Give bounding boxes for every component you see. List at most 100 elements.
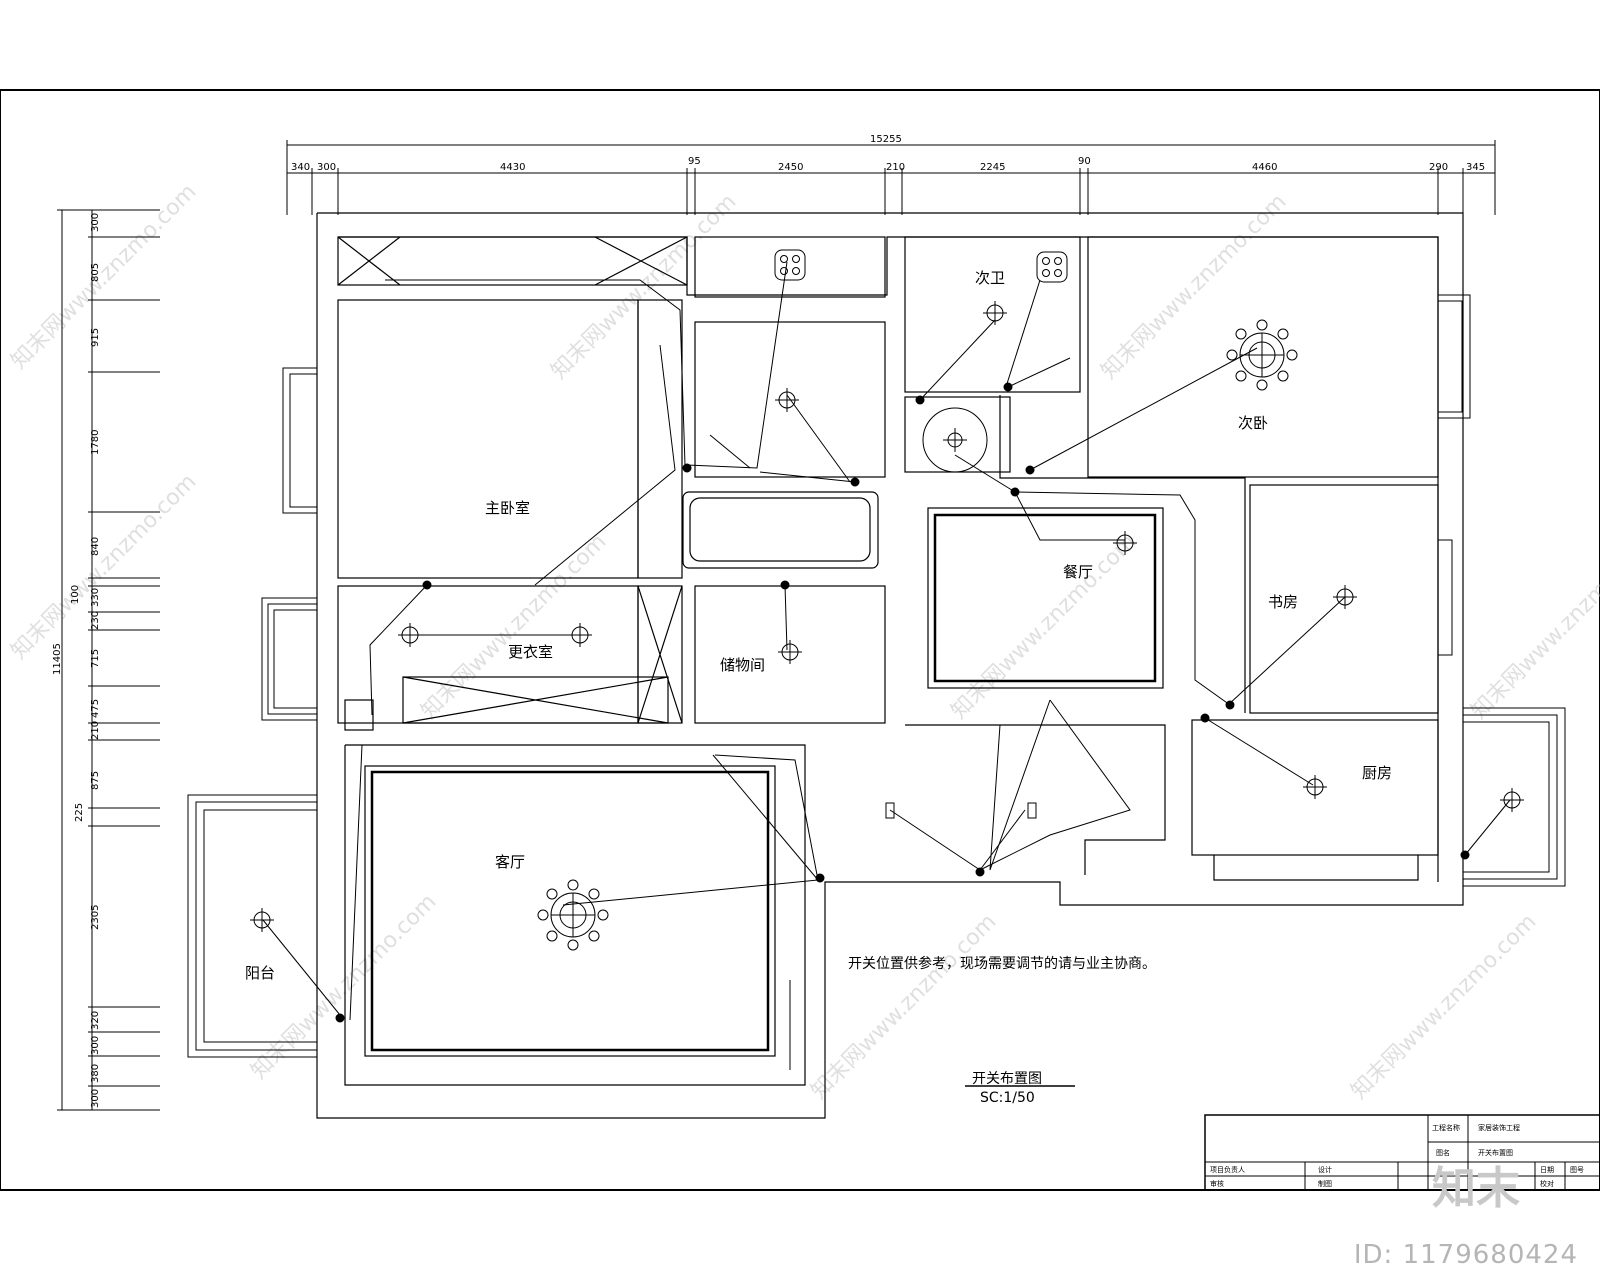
window-study xyxy=(1437,539,1453,656)
chandelier-living-room-icon xyxy=(537,879,609,951)
wardrobe-strip xyxy=(337,236,688,286)
switch-bath-1 xyxy=(682,463,692,473)
ceiling-light-second-bath xyxy=(983,301,1007,325)
dim-left-4: 1780 xyxy=(90,430,101,455)
dim-left-17: 380 xyxy=(90,1064,101,1083)
dim-left-6: 100 xyxy=(70,585,81,604)
dim-top-3: 4430 xyxy=(500,162,525,173)
label-dressing-room: 更衣室 xyxy=(508,643,553,661)
switches xyxy=(335,382,1470,1023)
round-light-toilet xyxy=(922,407,988,473)
dim-top-1: 340 xyxy=(291,162,310,173)
bath-heater-2-icon xyxy=(1036,251,1068,283)
title-block xyxy=(1204,1114,1600,1191)
watermark-7: 知末网www.znzmo.com xyxy=(1467,529,1600,724)
dim-top-2: 300 xyxy=(317,162,336,173)
second-bath-wall xyxy=(904,236,1081,393)
dim-left-14: 2305 xyxy=(90,905,101,930)
label-study: 书房 xyxy=(1268,593,1298,611)
dim-top-6: 210 xyxy=(886,162,905,173)
ceiling-light-dressing-2 xyxy=(568,623,592,647)
watermark-1: 知末网www.znzmo.com xyxy=(7,179,202,374)
tb-drawing-value: 开关布置图 xyxy=(1478,1148,1513,1157)
window-master xyxy=(282,367,318,514)
ceiling-light-bath xyxy=(775,388,799,412)
title-block-text: 工程名称 家居装饰工程 图名 开关布置图 项目负责人 设计 日期 图号 审核 制… xyxy=(1210,1123,1584,1188)
label-kitchen: 厨房 xyxy=(1362,764,1392,782)
dim-left-13: 225 xyxy=(74,803,85,822)
dim-left-12: 875 xyxy=(90,771,101,790)
dim-top-9: 4460 xyxy=(1252,162,1277,173)
dim-left-10: 475 xyxy=(90,699,101,718)
switch-second-bath xyxy=(1003,382,1013,392)
dim-top-11: 345 xyxy=(1466,162,1485,173)
ceiling-light-kitchen xyxy=(1303,775,1327,799)
drawing-scale: SC:1/50 xyxy=(980,1090,1035,1106)
tb-design-manager: 项目负责人 xyxy=(1210,1165,1245,1174)
tb-project-label: 工程名称 xyxy=(1432,1123,1460,1132)
dim-top-4: 95 xyxy=(688,156,701,167)
closet-strip xyxy=(637,299,683,579)
label-master-bedroom: 主卧室 xyxy=(485,499,530,517)
dim-top-5: 2450 xyxy=(778,162,803,173)
dim-left-18: 300 xyxy=(90,1089,101,1108)
dining-wall xyxy=(927,507,1164,689)
switch-second-bedroom xyxy=(1025,465,1035,475)
dim-left-7: 330 xyxy=(90,588,101,607)
watermark-2: 知末网www.znzmo.com xyxy=(547,189,742,384)
tb-drawing-no: 图号 xyxy=(1570,1166,1584,1174)
tb-designer: 设计 xyxy=(1318,1165,1332,1174)
dim-left-5: 840 xyxy=(90,537,101,556)
window-second-bedroom xyxy=(1437,294,1471,419)
switch-kitchen-balcony xyxy=(1460,850,1470,860)
dim-left-8: 230 xyxy=(90,611,101,630)
ceiling-light-kitchen-balcony xyxy=(1500,788,1524,812)
switch-entry xyxy=(975,867,985,877)
switch-living xyxy=(815,873,825,883)
ceiling-light-balcony xyxy=(250,908,274,932)
dim-left-1: 300 xyxy=(90,213,101,232)
cabinet-strip xyxy=(402,676,669,724)
tb-project-value: 家居装饰工程 xyxy=(1478,1123,1520,1132)
label-second-bath: 次卫 xyxy=(975,269,1005,287)
bath-heater-1-icon xyxy=(774,249,806,281)
dim-left-3: 915 xyxy=(90,328,101,347)
switch-study xyxy=(1225,700,1235,710)
label-living-room: 客厅 xyxy=(495,853,525,871)
storage-wall xyxy=(694,585,886,724)
ceiling-light-study xyxy=(1333,585,1357,609)
switch-dressing xyxy=(422,580,432,590)
switch-bathtub xyxy=(850,477,860,487)
watermark-10: 知末网www.znzmo.com xyxy=(1347,909,1542,1104)
bathroom-1-wall xyxy=(694,236,886,298)
dim-top-10: 290 xyxy=(1429,162,1448,173)
dim-left-11: 210 xyxy=(90,721,101,740)
site-logo: 知末 xyxy=(1432,1163,1520,1214)
switch-dining xyxy=(1010,487,1020,497)
light-fixtures xyxy=(250,249,1524,951)
dim-total-height: 11405 xyxy=(52,643,63,675)
watermark-8: 知末网www.znzmo.com xyxy=(247,889,442,1084)
label-storage: 储物间 xyxy=(720,656,765,674)
wall-lamp-left xyxy=(885,802,895,819)
tb-drawing-label: 图名 xyxy=(1436,1148,1450,1157)
dim-top-8: 90 xyxy=(1078,156,1091,167)
window-dressing xyxy=(261,597,318,721)
watermark-4: 知末网www.znzmo.com xyxy=(7,469,202,664)
ceiling-light-dining xyxy=(1113,531,1137,555)
switch-balcony xyxy=(335,1013,345,1023)
dim-left-2: 805 xyxy=(90,263,101,282)
switch-hall xyxy=(915,395,925,405)
ceiling-light-storage xyxy=(778,640,802,664)
chandelier-second-bedroom-icon xyxy=(1226,319,1298,391)
bathroom-1-room xyxy=(694,321,886,478)
outer-wall xyxy=(316,212,1464,1119)
wall-lamp-right xyxy=(1027,802,1037,819)
dim-total-width: 15255 xyxy=(870,134,902,145)
bathtub xyxy=(682,491,879,569)
switch-storage xyxy=(780,580,790,590)
dim-left-15: 320 xyxy=(90,1011,101,1030)
watermark-6: 知末网www.znzmo.com xyxy=(947,529,1142,724)
inner-wall xyxy=(338,236,1439,882)
